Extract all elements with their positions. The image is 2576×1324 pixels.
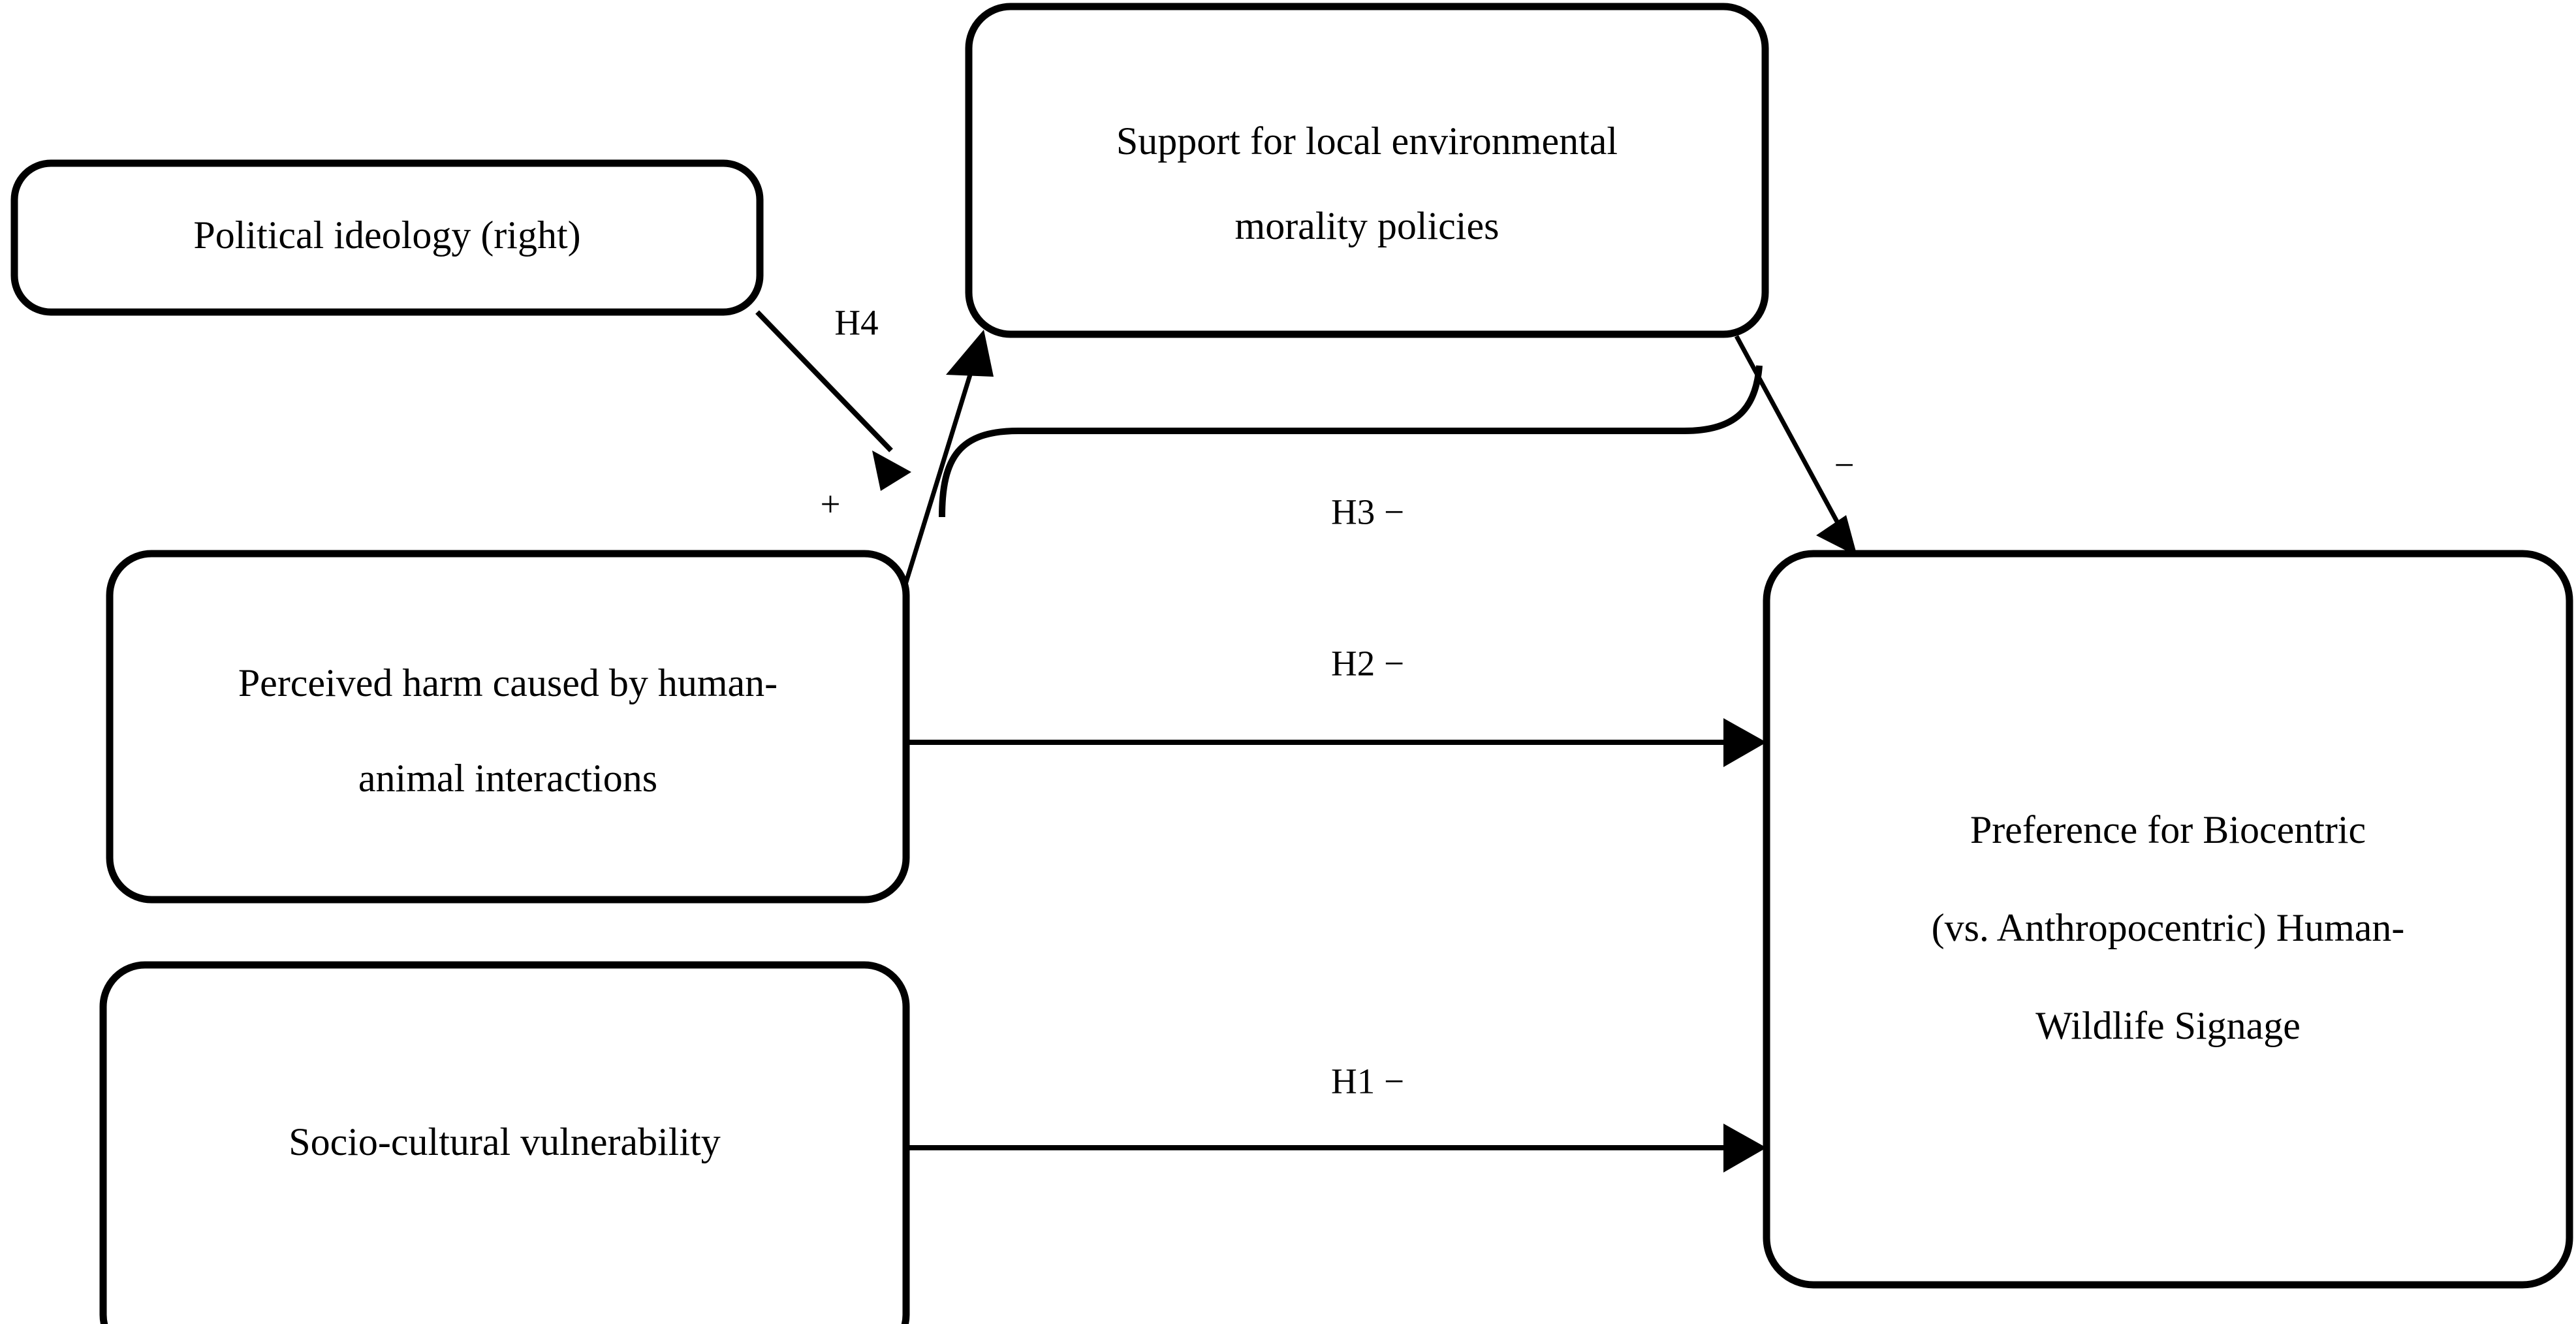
edge-label-h1: H1 −	[1331, 1062, 1404, 1101]
h4-line	[755, 310, 893, 452]
harm-to-support-line	[892, 355, 979, 622]
edge-sign-minus-right: −	[1834, 445, 1854, 485]
edge-harm-to-support	[892, 330, 994, 622]
support-to-preference-arrowhead	[1816, 515, 1857, 556]
edge-h1	[907, 1124, 1767, 1173]
edge-label-h2: H2 −	[1331, 644, 1404, 684]
support-to-preference-line	[1734, 335, 1844, 530]
h3-curve-path	[939, 365, 1763, 518]
support-policies-label-line1: Support for local environmental	[1116, 119, 1618, 163]
node-political-ideology[interactable]: Political ideology (right)	[10, 159, 764, 316]
edge-h3-curve	[939, 365, 1763, 518]
h2-arrowhead	[1723, 718, 1767, 767]
edge-h4	[755, 310, 911, 491]
node-support-policies[interactable]: Support for local environmental morality…	[965, 3, 1769, 338]
perceived-harm-box[interactable]	[106, 550, 910, 904]
preference-signage-box[interactable]	[1763, 550, 2573, 1289]
edge-h2	[907, 718, 1767, 767]
socio-cultural-vulnerability-label: Socio-cultural vulnerability	[289, 1120, 721, 1163]
edge-sign-plus: +	[820, 484, 840, 524]
node-perceived-harm[interactable]: Perceived harm caused by human- animal i…	[106, 550, 910, 904]
preference-signage-label-line2: (vs. Anthropocentric) Human-	[1932, 906, 2405, 949]
node-socio-cultural-vulnerability[interactable]: Socio-cultural vulnerability	[99, 961, 910, 1324]
perceived-harm-label-line1: Perceived harm caused by human-	[238, 661, 778, 704]
preference-signage-label-line3: Wildlife Signage	[2035, 1004, 2301, 1047]
edge-support-to-preference	[1734, 335, 1857, 556]
socio-cultural-vulnerability-box[interactable]	[99, 961, 910, 1324]
harm-to-support-arrowhead	[946, 330, 994, 377]
edge-label-h3: H3 −	[1331, 492, 1404, 532]
support-policies-label-line2: morality policies	[1235, 204, 1500, 247]
political-ideology-box[interactable]	[10, 159, 764, 316]
political-ideology-label: Political ideology (right)	[193, 213, 580, 257]
edge-label-h4: H4	[834, 303, 878, 343]
h4-arrowhead	[872, 450, 911, 491]
h1-arrowhead	[1723, 1124, 1767, 1173]
preference-signage-label-line1: Preference for Biocentric	[1970, 808, 2366, 851]
perceived-harm-label-line2: animal interactions	[358, 757, 657, 800]
node-preference-signage[interactable]: Preference for Biocentric (vs. Anthropoc…	[1763, 550, 2573, 1289]
support-policies-box[interactable]	[965, 3, 1769, 338]
